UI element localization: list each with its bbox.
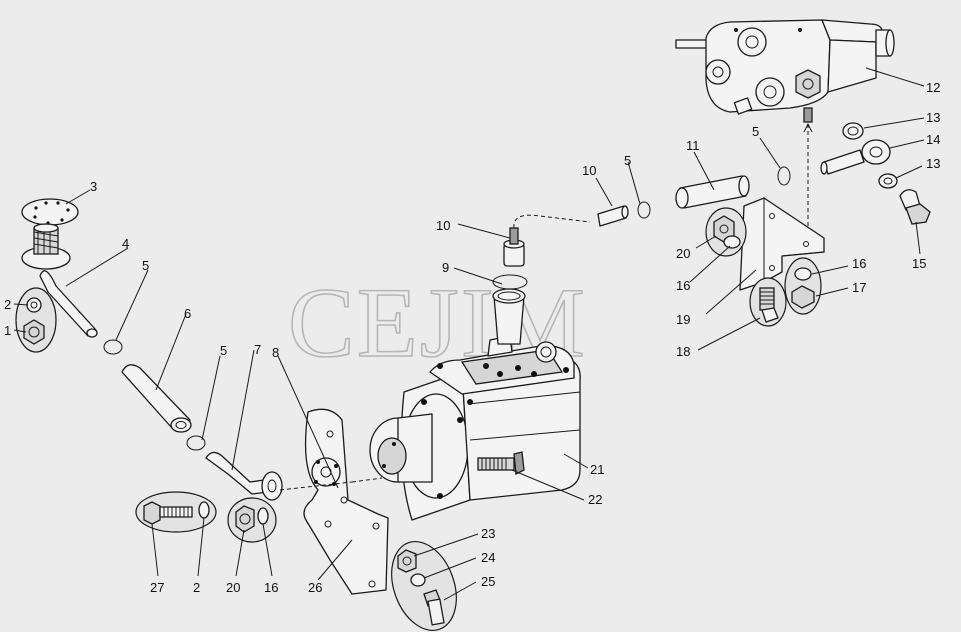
leader-lines — [13, 67, 925, 601]
part-7-pipe-flange — [205, 451, 283, 501]
part-5-clamp-a — [103, 339, 123, 355]
callout-17: 17 — [852, 280, 866, 295]
part-16-washer — [257, 507, 269, 525]
group-20-16-right-ellipse — [705, 207, 747, 257]
callout-14: 14 — [926, 132, 940, 147]
callout-18: 18 — [676, 344, 690, 359]
callout-27: 27 — [150, 580, 164, 595]
part-24-washer — [410, 573, 426, 587]
part-10-sensor-tube — [503, 214, 591, 267]
callout-25: 25 — [481, 574, 495, 589]
callout-11: 11 — [686, 138, 700, 153]
group-1-2-ellipse — [15, 287, 57, 353]
callout-5-b: 5 — [220, 343, 227, 358]
part-20-nut — [235, 505, 255, 533]
part-26-mounting-plate — [303, 408, 389, 595]
group-20-16-ellipse — [227, 497, 277, 543]
part-5-clamp-c — [637, 201, 651, 219]
part-17-nut — [791, 285, 815, 309]
part-13-washer-a — [842, 122, 864, 140]
callout-20-a: 20 — [226, 580, 240, 595]
part-19-bracket — [739, 197, 825, 291]
part-27-bolt-head — [143, 501, 161, 525]
part-2-washer — [26, 297, 42, 313]
callout-26: 26 — [308, 580, 322, 595]
part-22-bolt — [477, 451, 525, 476]
callout-7: 7 — [254, 342, 261, 357]
callout-16-a: 16 — [264, 580, 278, 595]
part-10-short-pipe — [597, 205, 629, 227]
callout-3: 3 — [90, 179, 97, 194]
part-11-hose — [675, 175, 750, 209]
part-9-neck-clamp — [492, 274, 528, 345]
callout-19: 19 — [676, 312, 690, 327]
callout-4: 4 — [122, 236, 129, 251]
callout-8: 8 — [272, 345, 279, 360]
part-16-washer-b — [723, 235, 741, 249]
callout-2-a: 2 — [4, 297, 11, 312]
callout-10-a: 10 — [436, 218, 450, 233]
part-21-main-housing — [369, 335, 581, 521]
callout-20-b: 20 — [676, 246, 690, 261]
callout-16-b: 16 — [676, 278, 690, 293]
callout-5-d: 5 — [752, 124, 759, 139]
part-12-valve-assembly — [675, 19, 895, 123]
group-16-17-ellipse — [784, 257, 822, 315]
callout-23: 23 — [481, 526, 495, 541]
part-15-bolt — [899, 189, 931, 225]
arrow-marker — [803, 122, 813, 133]
callout-5-c: 5 — [624, 153, 631, 168]
callout-12: 12 — [926, 80, 940, 95]
part-14-banjo-fitting — [820, 139, 891, 175]
group-23-24-25-ellipse — [391, 540, 457, 632]
callout-24: 24 — [481, 550, 495, 565]
part-5-clamp-b — [186, 435, 206, 451]
callout-6: 6 — [184, 306, 191, 321]
part-1-nut — [23, 319, 45, 345]
part-5-clamp-d — [777, 166, 791, 186]
callout-15: 15 — [912, 256, 926, 271]
part-2-washer-b — [198, 501, 210, 519]
callout-13-b: 13 — [926, 156, 940, 171]
part-6-hose — [121, 364, 192, 433]
callout-21: 21 — [590, 462, 604, 477]
callout-22: 22 — [588, 492, 602, 507]
centerline-dashed — [279, 477, 383, 491]
callout-16-c: 16 — [852, 256, 866, 271]
callout-5-a: 5 — [142, 258, 149, 273]
callout-1: 1 — [4, 323, 11, 338]
callout-13-a: 13 — [926, 110, 940, 125]
part-3-gasket — [21, 198, 79, 226]
callout-10-b: 10 — [582, 163, 596, 178]
callout-2-b: 2 — [193, 580, 200, 595]
callout-9: 9 — [442, 260, 449, 275]
callout-labels: 1 2 3 4 5 6 5 7 8 27 2 20 16 26 10 9 10 … — [4, 80, 940, 595]
part-4-filter-tube — [21, 223, 98, 338]
part-23-nut — [397, 549, 417, 573]
part-16-washer-c — [794, 267, 812, 281]
part-13-washer-b — [878, 173, 898, 189]
group-27-2-ellipse — [135, 491, 217, 533]
group-18-ellipse — [749, 277, 787, 327]
